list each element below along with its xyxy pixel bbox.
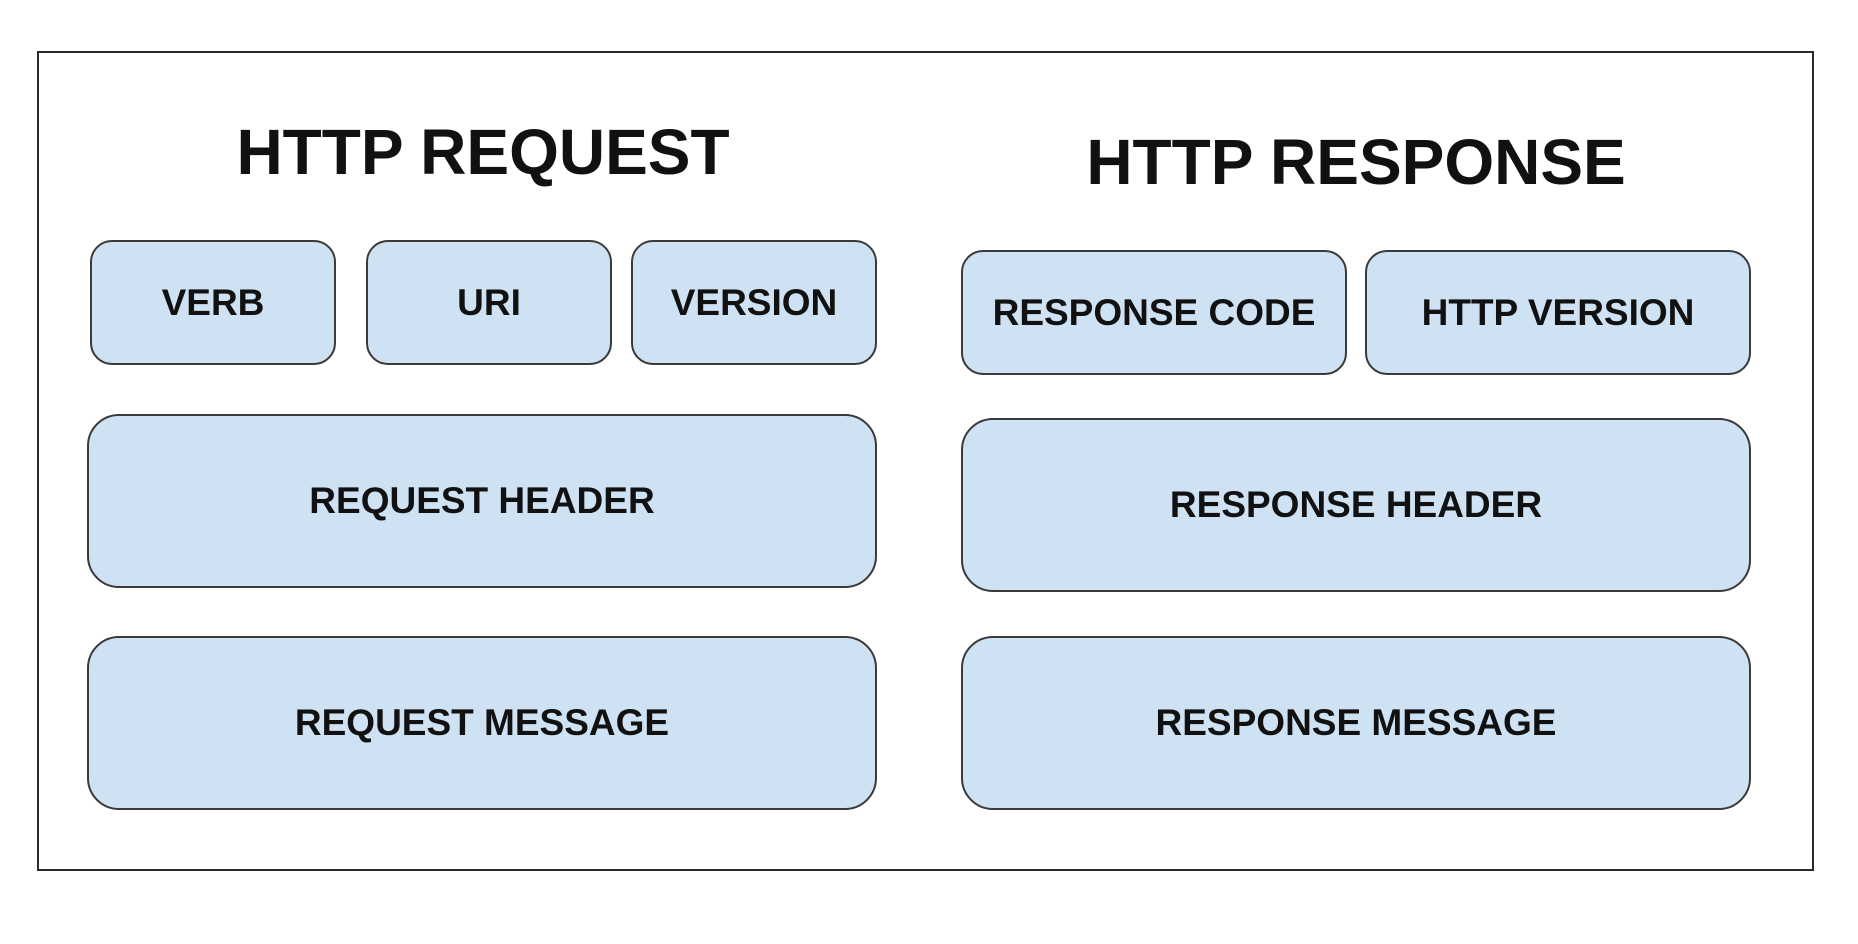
request-uri-box: URI — [366, 240, 612, 365]
response-http-version-label: HTTP VERSION — [1421, 291, 1695, 333]
request-verb-box: VERB — [90, 240, 336, 365]
response-code-label: RESPONSE CODE — [992, 291, 1316, 333]
request-header-box: REQUEST HEADER — [87, 414, 877, 588]
response-header-label: RESPONSE HEADER — [1169, 484, 1543, 525]
request-version-label: VERSION — [670, 281, 838, 323]
request-verb-label: VERB — [161, 281, 265, 323]
request-message-label: REQUEST MESSAGE — [294, 702, 670, 743]
response-header-box: RESPONSE HEADER — [961, 418, 1751, 592]
request-header-label: REQUEST HEADER — [309, 480, 655, 521]
response-message-box: RESPONSE MESSAGE — [961, 636, 1751, 810]
request-version-box: VERSION — [631, 240, 877, 365]
request-message-box: REQUEST MESSAGE — [87, 636, 877, 810]
request-uri-label: URI — [457, 281, 521, 323]
response-message-label: RESPONSE MESSAGE — [1155, 702, 1557, 743]
http-response-title: HTTP RESPONSE — [1086, 126, 1626, 198]
response-http-version-box: HTTP VERSION — [1365, 250, 1751, 375]
response-code-box: RESPONSE CODE — [961, 250, 1347, 375]
http-request-title: HTTP REQUEST — [236, 116, 730, 188]
